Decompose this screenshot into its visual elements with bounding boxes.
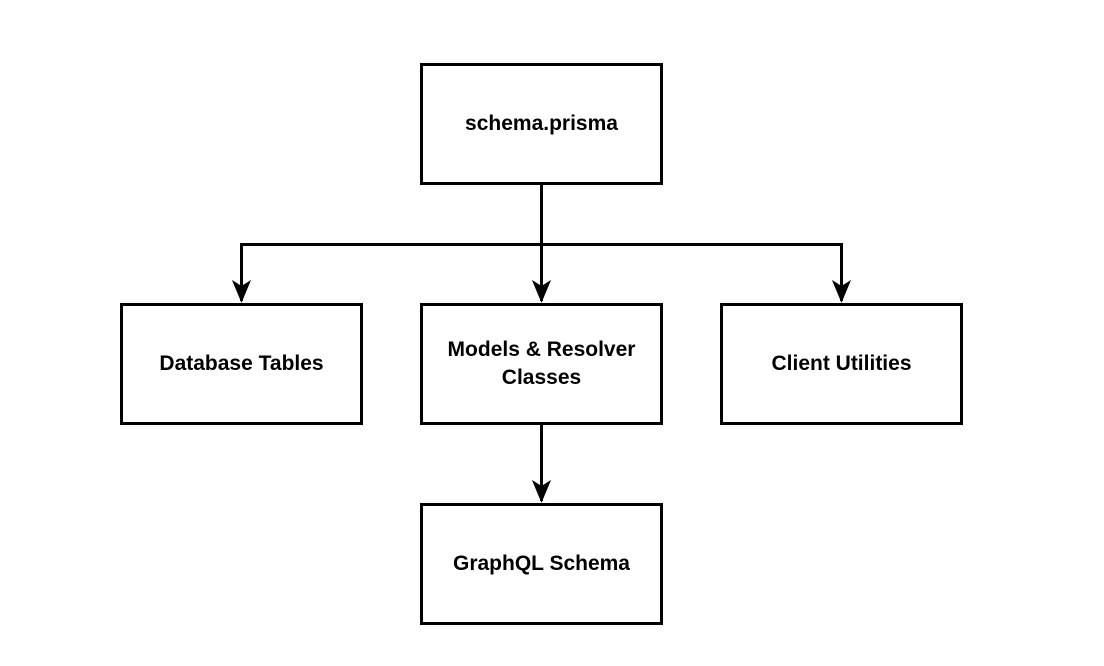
node-models-resolver-classes: Models & Resolver Classes bbox=[420, 303, 663, 425]
node-client-utilities: Client Utilities bbox=[720, 303, 963, 425]
node-client-utilities-label: Client Utilities bbox=[771, 352, 912, 376]
node-models-resolver-classes-label: Models & Resolver Classes bbox=[447, 338, 636, 389]
node-graphql-schema: GraphQL Schema bbox=[420, 503, 663, 625]
node-schema-prisma: schema.prisma bbox=[420, 63, 663, 185]
node-database-tables-label: Database Tables bbox=[159, 352, 324, 376]
node-schema-prisma-label: schema.prisma bbox=[465, 112, 618, 136]
node-database-tables: Database Tables bbox=[120, 303, 363, 425]
node-graphql-schema-label: GraphQL Schema bbox=[452, 552, 630, 576]
